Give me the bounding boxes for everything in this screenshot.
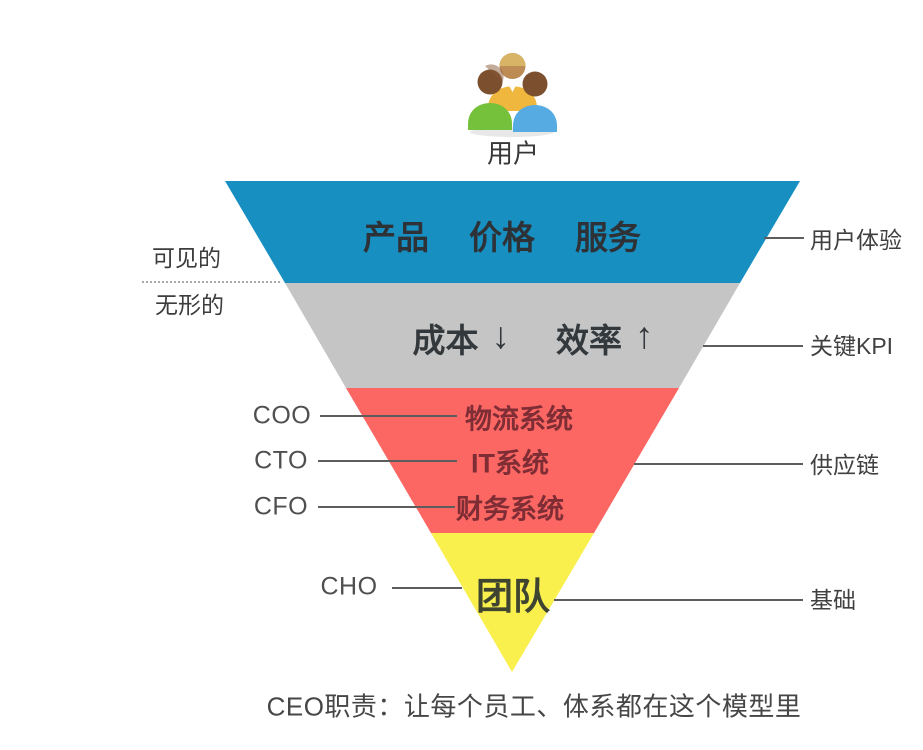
exec-label-coo: COO (252, 401, 312, 430)
cost-label: 成本 (412, 322, 479, 359)
connector-coo (320, 415, 457, 417)
exec-label-cho: CHO (320, 572, 378, 601)
visible-invisible-divider (142, 281, 280, 283)
right-label-key-kpi: 关键KPI (810, 333, 894, 359)
service-label: 服务 (575, 219, 641, 256)
arrow-up-icon: ↑ (635, 315, 654, 356)
connector-cto (318, 460, 457, 462)
cost-group: 成本 ↓ (413, 314, 511, 362)
connector-user-experience (764, 237, 804, 239)
arrow-down-icon: ↓ (491, 315, 511, 356)
layer-foundation (431, 533, 594, 672)
users-label: 用户 (486, 138, 540, 169)
connector-foundation (554, 599, 803, 601)
exec-label-cto: CTO (254, 446, 308, 475)
layer-key-kpi (285, 283, 740, 388)
kpi-items: 成本 ↓ 效率 ↑ (413, 314, 654, 362)
invisible-label: 无形的 (155, 292, 224, 318)
system-label-finance: 财务系统 (456, 494, 564, 525)
visible-label: 可见的 (152, 245, 221, 271)
connector-cfo (318, 506, 455, 508)
system-label-logistics: 物流系统 (465, 404, 573, 435)
efficiency-label: 效率 (556, 322, 622, 359)
exec-label-cfo: CFO (253, 492, 309, 521)
right-label-foundation: 基础 (810, 587, 856, 613)
system-label-it: IT系统 (471, 448, 549, 479)
person-left-icon (468, 64, 512, 130)
person-back-icon (488, 53, 537, 111)
ceo-caption: CEO职责：让每个员工、体系都在这个模型里 (266, 691, 802, 722)
product-label: 产品 (363, 219, 429, 256)
layer-user-experience (225, 181, 800, 283)
users-group-icon (468, 53, 557, 137)
right-label-user-experience: 用户体验 (810, 227, 902, 253)
person-right-icon (513, 71, 557, 132)
connector-supply-chain (634, 463, 803, 465)
layer-supply-chain (346, 388, 679, 533)
team-label: 团队 (476, 576, 550, 617)
right-label-supply-chain: 供应链 (810, 452, 879, 478)
experience-items: 产品 价格 服务 (363, 211, 641, 259)
connector-key-kpi (703, 345, 803, 347)
efficiency-group: 效率 ↑ (556, 314, 654, 362)
price-label: 价格 (469, 219, 535, 256)
connector-cho (392, 587, 462, 589)
